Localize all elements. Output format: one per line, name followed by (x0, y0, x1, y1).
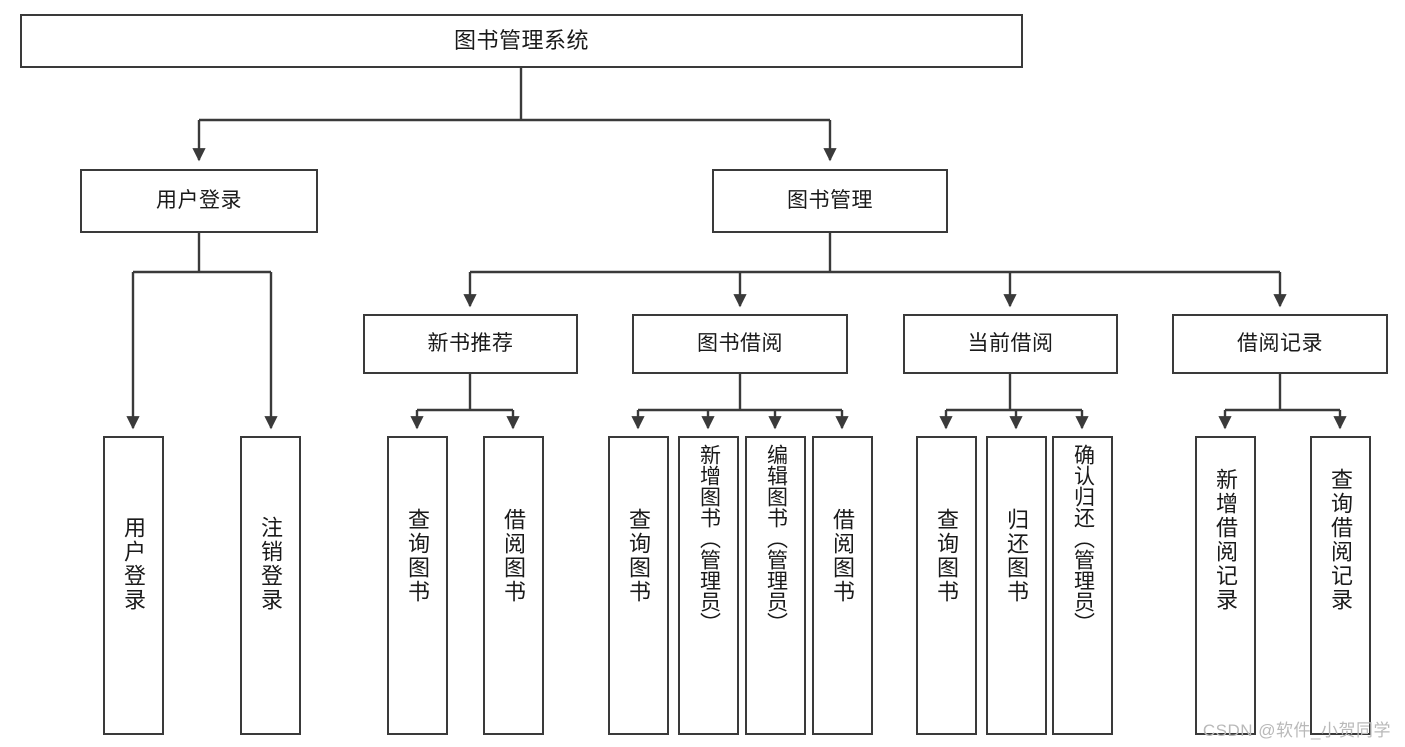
node-leaf-confirm-return-admin-label: 确认归还（管理员） (1071, 444, 1095, 633)
node-leaf-logout-login[interactable]: 注销登录 (240, 436, 301, 735)
node-book-borrow-label: 图书借阅 (697, 332, 783, 356)
node-new-book-recommend[interactable]: 新书推荐 (363, 314, 578, 374)
node-leaf-borrow-book-1[interactable]: 借阅图书 (483, 436, 544, 735)
node-leaf-borrow-book-2[interactable]: 借阅图书 (812, 436, 873, 735)
node-current-borrow-label: 当前借阅 (967, 332, 1054, 356)
node-leaf-query-book-1-label: 查询图书 (405, 508, 431, 604)
node-leaf-query-book-2-label: 查询图书 (626, 508, 652, 604)
node-leaf-query-book-3[interactable]: 查询图书 (916, 436, 977, 735)
node-leaf-add-borrow-record[interactable]: 新增借阅记录 (1195, 436, 1256, 735)
node-leaf-query-borrow-record[interactable]: 查询借阅记录 (1310, 436, 1371, 735)
node-leaf-confirm-return-admin[interactable]: 确认归还（管理员） (1052, 436, 1113, 735)
node-book-management-label: 图书管理 (787, 189, 873, 213)
node-leaf-user-login-label: 用户登录 (121, 516, 147, 612)
node-root[interactable]: 图书管理系统 (20, 14, 1023, 68)
node-borrow-record-label: 借阅记录 (1237, 332, 1323, 356)
node-leaf-query-book-3-label: 查询图书 (934, 508, 960, 604)
node-leaf-query-book-1[interactable]: 查询图书 (387, 436, 448, 735)
node-leaf-edit-book-admin[interactable]: 编辑图书（管理员） (745, 436, 806, 735)
node-leaf-query-borrow-record-label: 查询借阅记录 (1328, 468, 1354, 612)
node-leaf-add-book-admin-label: 新增图书（管理员） (697, 444, 721, 633)
node-leaf-edit-book-admin-label: 编辑图书（管理员） (764, 444, 788, 633)
node-borrow-record[interactable]: 借阅记录 (1172, 314, 1388, 374)
node-leaf-return-book[interactable]: 归还图书 (986, 436, 1047, 735)
node-leaf-borrow-book-1-label: 借阅图书 (501, 508, 527, 604)
node-leaf-logout-login-label: 注销登录 (258, 516, 284, 612)
watermark-text: CSDN @软件_小贺同学 (1202, 721, 1391, 740)
node-book-management[interactable]: 图书管理 (712, 169, 948, 233)
node-leaf-borrow-book-2-label: 借阅图书 (830, 508, 856, 604)
node-current-borrow[interactable]: 当前借阅 (903, 314, 1118, 374)
node-root-label: 图书管理系统 (453, 27, 589, 53)
node-new-book-recommend-label: 新书推荐 (427, 332, 514, 356)
node-user-login-label: 用户登录 (156, 189, 242, 213)
node-leaf-add-borrow-record-label: 新增借阅记录 (1213, 468, 1239, 612)
node-user-login[interactable]: 用户登录 (80, 169, 318, 233)
node-leaf-user-login[interactable]: 用户登录 (103, 436, 164, 735)
node-leaf-query-book-2[interactable]: 查询图书 (608, 436, 669, 735)
node-leaf-return-book-label: 归还图书 (1004, 508, 1030, 604)
node-leaf-add-book-admin[interactable]: 新增图书（管理员） (678, 436, 739, 735)
node-book-borrow[interactable]: 图书借阅 (632, 314, 848, 374)
